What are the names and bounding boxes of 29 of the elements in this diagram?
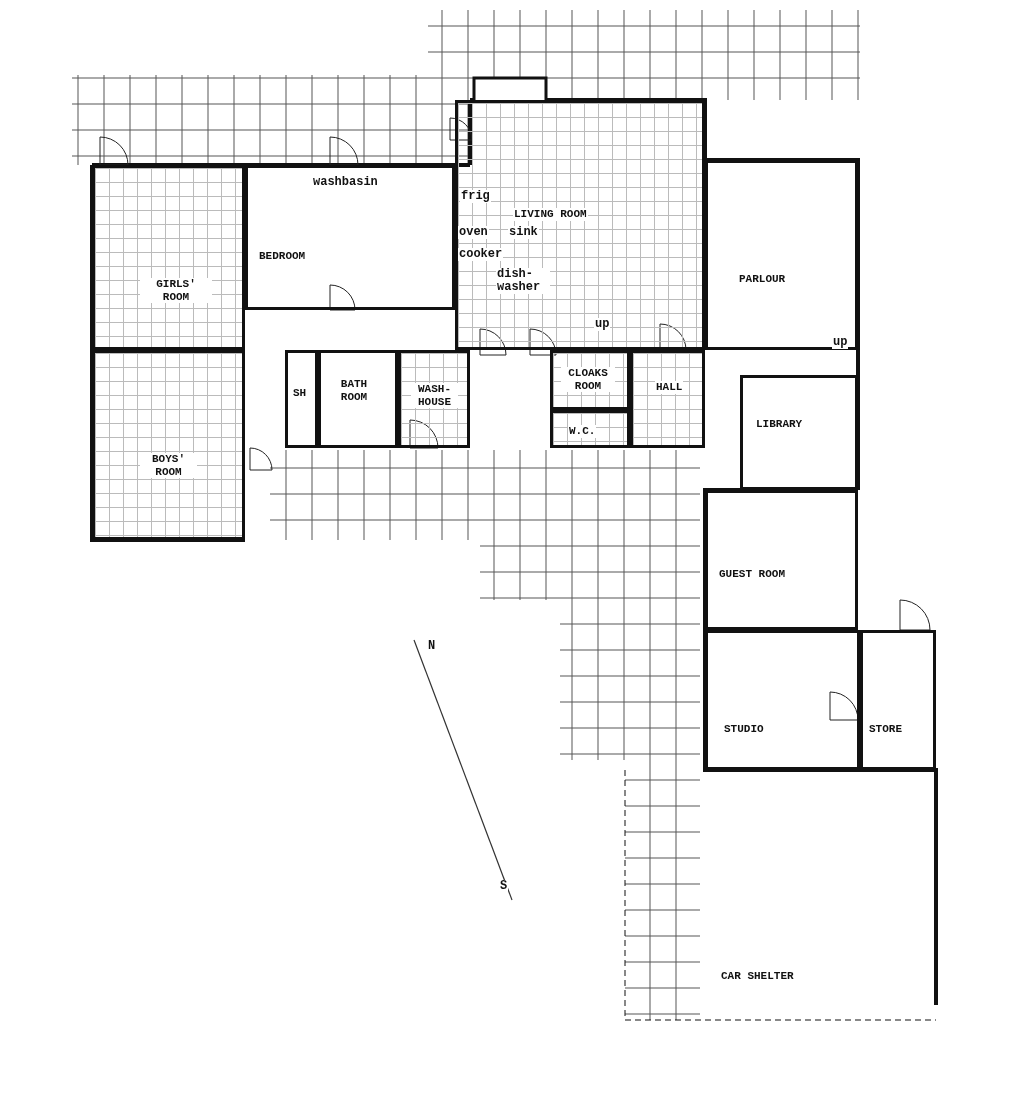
room-label: CLOAKS ROOM: [561, 367, 615, 393]
fixture-label: dish-washer: [496, 268, 550, 295]
room-outline: [318, 350, 398, 448]
room-label: WASH-HOUSE: [411, 383, 458, 409]
room-outline: [705, 490, 858, 630]
room-outline: [92, 165, 245, 350]
fixture-label: frig: [460, 190, 491, 204]
room-label: HALL: [655, 381, 684, 394]
fixture-label: cooker: [458, 248, 504, 262]
fixture-label: oven: [458, 226, 489, 240]
room-outline: [860, 630, 936, 770]
fixture-label: sink: [508, 226, 539, 240]
room-outline: [550, 350, 630, 410]
room-label: GIRLS' ROOM: [140, 278, 212, 304]
stair-label: up: [594, 318, 611, 332]
room-outline: [705, 160, 858, 350]
room-outline: [92, 350, 245, 540]
room-label: W.C.: [568, 425, 597, 438]
room-outline: [550, 410, 630, 448]
room-outline: [285, 350, 318, 448]
room-label: BOYS' ROOM: [140, 453, 197, 479]
compass-label: S: [499, 880, 509, 894]
room-outline: [455, 100, 705, 350]
room-outline: [740, 375, 858, 490]
stair-label: up: [832, 336, 849, 350]
room-outline: [630, 350, 705, 448]
room-label: LIVING ROOM: [513, 208, 588, 221]
room-outline: [398, 350, 470, 448]
room-outline: [705, 630, 860, 770]
